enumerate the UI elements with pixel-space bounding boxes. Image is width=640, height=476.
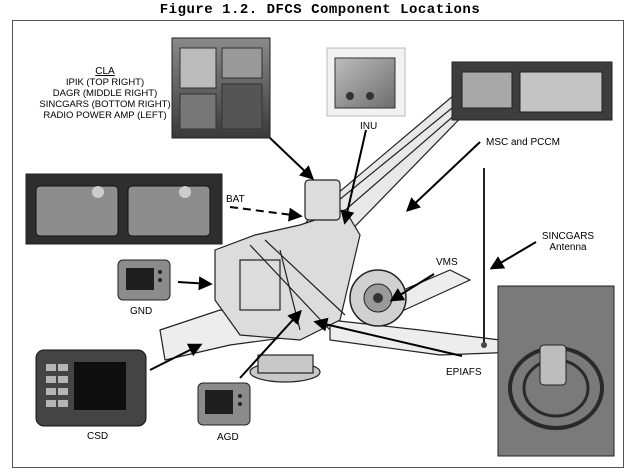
label-gnd: GND [130, 306, 153, 317]
label-inu: INU [360, 121, 378, 132]
cla-line-sincgars: SINCGARS (BOTTOM RIGHT) [39, 99, 171, 110]
label-csd: CSD [87, 431, 109, 442]
bat-photo [25, 173, 223, 245]
howitzer-base [249, 354, 321, 383]
cla-photo [171, 37, 271, 139]
msc-pccm-photo [451, 61, 613, 121]
csd-photo [35, 349, 147, 427]
figure-title: Figure 1.2. DFCS Component Locations [159, 2, 481, 18]
label-epiafs: EPIAFS [446, 367, 482, 378]
epiafs-photo [497, 285, 615, 457]
agd-photo [197, 382, 251, 426]
label-sincgars-antenna-line1: SINCGARS [541, 231, 595, 242]
label-bat: BAT [226, 194, 245, 205]
label-msc-pccm: MSC and PCCM [486, 137, 560, 148]
howitzer-body [214, 179, 361, 341]
label-agd: AGD [217, 432, 239, 443]
inu-photo [326, 47, 406, 117]
cla-line-radio-power-amp: RADIO POWER AMP (LEFT) [43, 110, 167, 121]
gnd-photo [117, 259, 171, 301]
label-sincgars-antenna: SINCGARS Antenna [540, 231, 596, 253]
cla-title: CLA [95, 66, 115, 77]
cla-label-block: CLA IPIK (TOP RIGHT) DAGR (MIDDLE RIGHT)… [30, 66, 180, 121]
sincgars-antenna-mast [481, 168, 487, 348]
label-sincgars-antenna-line2: Antenna [549, 242, 587, 253]
cla-line-dagr: DAGR (MIDDLE RIGHT) [52, 88, 158, 99]
pointer-arrows [149, 129, 537, 379]
label-vms: VMS [436, 257, 458, 268]
vms-wheel [349, 269, 407, 327]
cla-line-ipik: IPIK (TOP RIGHT) [65, 77, 145, 88]
